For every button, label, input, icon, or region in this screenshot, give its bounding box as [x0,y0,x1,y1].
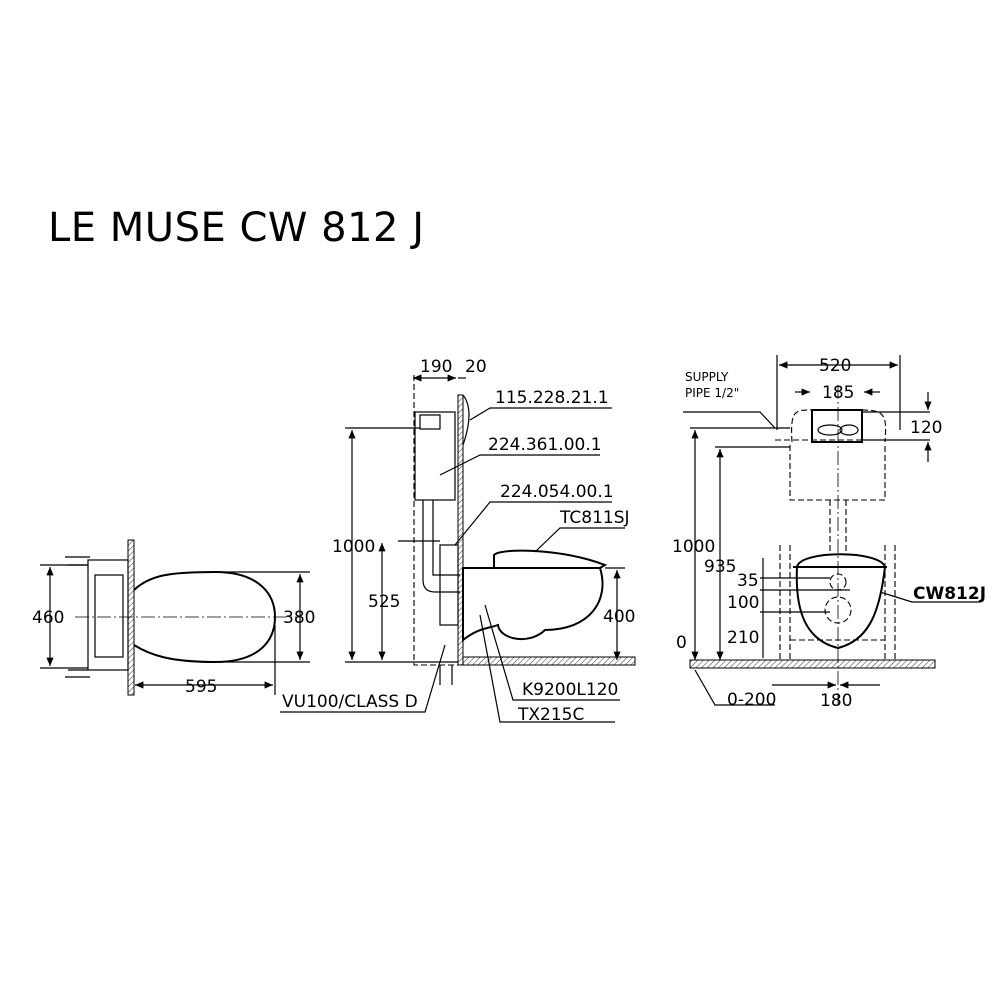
dim-185: 185 [822,383,854,403]
dim-0-200: 0-200 [727,690,776,710]
part-label-bracket: 224.054.00.1 [500,482,614,502]
drawing-title: LE MUSE CW 812 J [48,205,425,251]
part-label-vu100: VU100/CLASS D [282,692,418,712]
dim-380: 380 [283,608,315,628]
flush-plate [811,409,863,443]
dim-20: 20 [465,357,487,377]
dim-1000-side: 1000 [332,537,375,557]
dim-190: 190 [420,357,452,377]
dim-525: 525 [368,592,400,612]
dim-1000-front: 1000 [672,537,715,557]
dim-120: 120 [910,418,942,438]
dim-0: 0 [676,633,687,653]
side-view: 190 20 1000 525 400 115.228.21.1 224.361… [280,357,636,725]
part-label-tx215c: TX215C [517,705,584,725]
cistern [414,411,456,501]
frame-outline [87,559,129,671]
bowl-front [795,553,887,650]
part-label-cistern: 224.361.00.1 [488,435,602,455]
dim-520: 520 [819,356,851,376]
supply-pipe-label-2: PIPE 1/2" [685,386,739,400]
dim-595: 595 [185,677,217,697]
dim-35: 35 [737,571,759,591]
part-label-seat: TC811SJ [559,508,630,528]
dim-460: 460 [32,608,64,628]
part-label-k9200l120: K9200L120 [522,680,618,700]
dim-935: 935 [704,557,736,577]
model-label: CW812J [913,584,986,604]
dim-180: 180 [820,691,852,711]
bowl-side [462,567,604,643]
supply-pipe-label-1: SUPPLY [685,370,729,384]
dim-400: 400 [603,607,635,627]
dim-100: 100 [727,593,759,613]
seat-side [493,549,608,569]
top-view: 460 380 595 [32,539,315,697]
dim-210: 210 [727,628,759,648]
part-label-flush-plate: 115.228.21.1 [495,388,609,408]
front-view: SUPPLY PIPE 1/2" 520 185 120 1000 935 35… [672,355,986,711]
